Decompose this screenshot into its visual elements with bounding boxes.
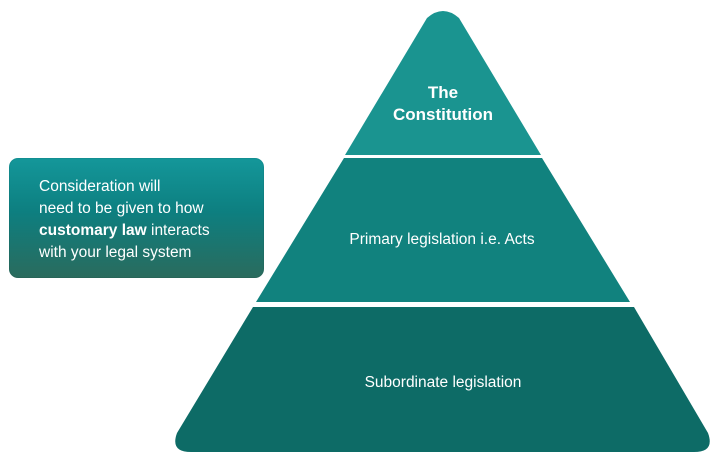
note-text: Consideration will need to be given to h… <box>39 176 261 264</box>
tier-label-constitution-line1: The <box>428 83 458 102</box>
note-line-3-rest: interacts <box>146 222 210 239</box>
note-line-2: need to be given to how <box>39 200 204 217</box>
note-line-4: with your legal system <box>39 244 192 261</box>
pyramid-tier-subordinate <box>175 307 710 452</box>
tier-label-constitution-line2: Constitution <box>393 105 493 124</box>
customary-law-note: Consideration will need to be given to h… <box>9 158 264 278</box>
note-line-1: Consideration will <box>39 178 161 195</box>
pyramid-tier-constitution <box>345 11 541 155</box>
note-emphasis: customary law <box>39 222 147 239</box>
tier-label-primary: Primary legislation i.e. Acts <box>349 231 534 248</box>
pyramid-tier-primary <box>256 158 630 302</box>
tier-label-subordinate: Subordinate legislation <box>365 374 522 391</box>
